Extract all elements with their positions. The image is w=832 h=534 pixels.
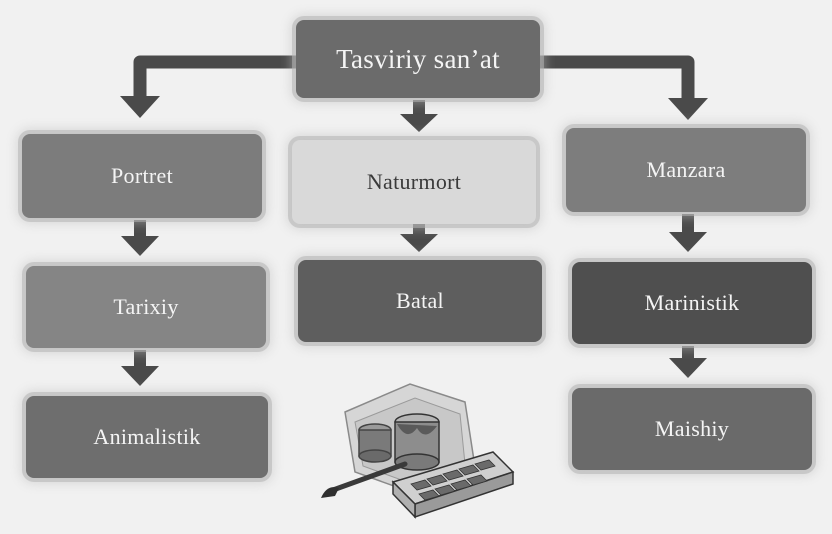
arrow-root-portret-head [120, 96, 160, 118]
arrow-naturmort-batal-head [400, 234, 438, 252]
node-naturmort-label: Naturmort [366, 169, 462, 194]
arrow-root-manzara [540, 55, 695, 100]
node-tarixiy: Tarixiy [26, 266, 266, 348]
node-marinistik-label: Marinistik [644, 290, 740, 315]
arrow-root-naturmort-shaft [413, 100, 425, 118]
arrow-tarixiy-animalistik-head [121, 366, 159, 386]
node-marinistik: Marinistik [572, 262, 812, 344]
node-tarixiy-label: Tarixiy [113, 294, 179, 319]
arrow-manzara-marinistik-head [669, 232, 707, 252]
node-maishiy: Maishiy [572, 388, 812, 470]
arrow-portret-tarixiy-shaft [134, 220, 146, 240]
paint-palette-icon [321, 383, 515, 519]
node-naturmort: Naturmort [292, 140, 536, 224]
arrow-root-portret [133, 55, 300, 98]
node-batal: Batal [298, 260, 542, 342]
arrow-manzara-marinistik-shaft [682, 214, 694, 236]
node-animalistik-label: Animalistik [93, 424, 201, 449]
arrow-marinistik-maishiy-head [669, 358, 707, 378]
arrow-portret-tarixiy-head [121, 236, 159, 256]
node-portret: Portret [22, 134, 262, 218]
arrow-root-manzara-head [668, 98, 708, 120]
node-batal-label: Batal [396, 288, 444, 313]
node-root-label: Tasviriy san’at [336, 43, 500, 74]
node-animalistik: Animalistik [26, 396, 268, 478]
arrow-root-naturmort-head [400, 114, 438, 132]
node-root: Tasviriy san’at [296, 20, 540, 98]
arrow-tarixiy-animalistik-shaft [134, 350, 146, 370]
node-maishiy-label: Maishiy [654, 416, 730, 441]
node-portret-label: Portret [111, 163, 173, 188]
node-manzara: Manzara [566, 128, 806, 212]
node-manzara-label: Manzara [646, 157, 726, 182]
